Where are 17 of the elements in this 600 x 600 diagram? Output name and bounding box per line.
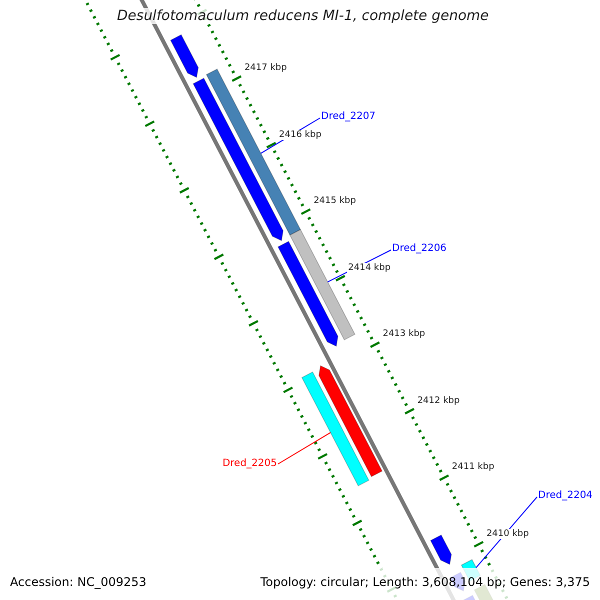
scale-label: 2410 kbp bbox=[485, 528, 530, 539]
scale-label: 2412 kbp bbox=[416, 396, 461, 406]
scale-label: 2415 kbp bbox=[312, 196, 357, 206]
gene-label: Dred_2207 bbox=[321, 111, 376, 123]
accession-text: Accession: NC_009253 bbox=[10, 575, 146, 589]
scale-label: 2414 kbp bbox=[347, 262, 392, 273]
scale-label: 2413 kbp bbox=[382, 329, 426, 340]
scale-label: 2417 kbp bbox=[243, 63, 288, 74]
leader-line bbox=[278, 432, 331, 464]
scale-label: 2416 kbp bbox=[278, 130, 322, 140]
genome-info-text: Topology: circular; Length: 3,608,104 bp; Genes: 3,375 bbox=[260, 575, 590, 589]
gene-label: Dred_2204 bbox=[538, 490, 593, 502]
title: Desulfotomaculum reducens MI-1, complete genome bbox=[117, 8, 489, 24]
scale-label: 2411 kbp bbox=[450, 462, 496, 472]
gene-label: Dred_2206 bbox=[392, 243, 447, 255]
gene-bar bbox=[301, 371, 370, 486]
gene-label: Dred_2205 bbox=[222, 458, 277, 470]
